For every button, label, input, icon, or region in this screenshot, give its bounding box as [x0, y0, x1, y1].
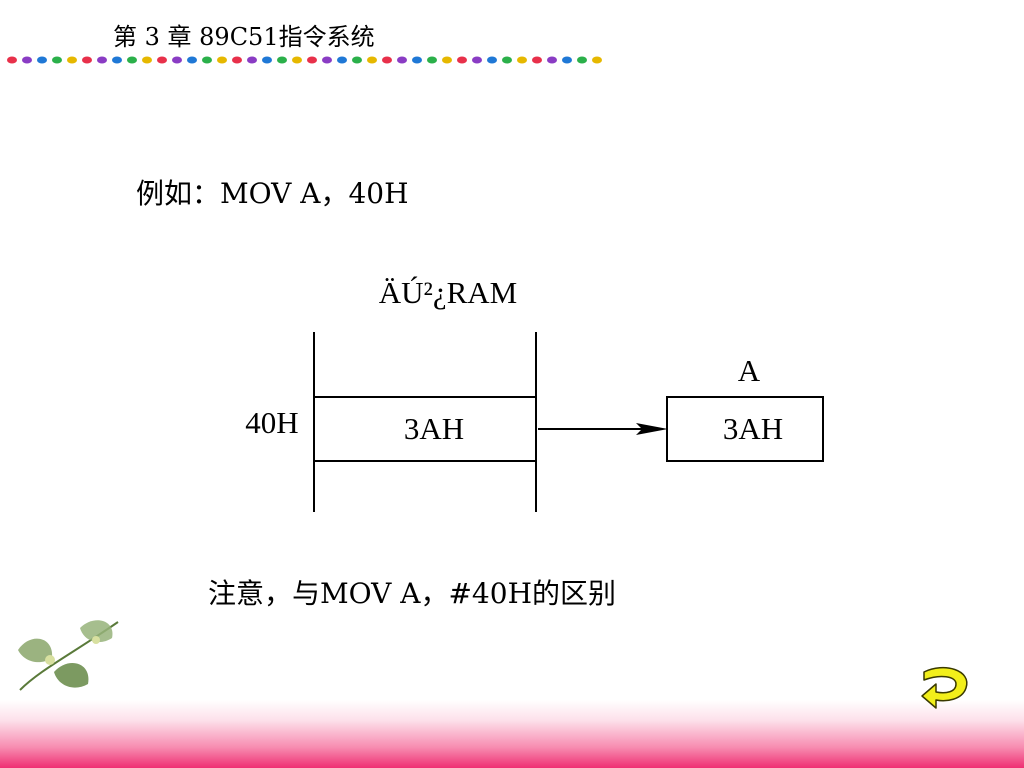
decorative-dot [262, 56, 272, 64]
footer-gradient-band [0, 700, 1024, 768]
decorative-dot [52, 56, 62, 64]
ram-cell [313, 396, 537, 462]
decorative-dot [97, 56, 107, 64]
decorative-dot [187, 56, 197, 64]
register-a-box [666, 396, 824, 462]
decorative-dot [247, 56, 257, 64]
decorative-dot [307, 56, 317, 64]
decorative-dot [472, 56, 482, 64]
decorative-dot [352, 56, 362, 64]
chapter-title: 第 3 章 89C51指令系统 [113, 23, 375, 51]
decorative-dot [592, 56, 602, 64]
return-arrow-icon[interactable] [918, 662, 974, 716]
decorative-dot [232, 56, 242, 64]
decorative-dot [82, 56, 92, 64]
decorative-dot [397, 56, 407, 64]
decorative-dot [412, 56, 422, 64]
note-text: 注意，与MOV A，#40H的区别 [208, 577, 616, 610]
leaf-decoration-image [18, 620, 119, 691]
ram-address-label: 40H [245, 405, 298, 440]
decorative-dot [127, 56, 137, 64]
decorative-dot [532, 56, 542, 64]
decorative-dot [67, 56, 77, 64]
ram-label: ÄÚ²¿RAM [379, 275, 517, 310]
decorative-dot [292, 56, 302, 64]
decorative-dot [337, 56, 347, 64]
decorative-dot [442, 56, 452, 64]
ram-cell-value: 3AH [404, 411, 464, 446]
decorative-dot [202, 56, 212, 64]
decorative-dot [367, 56, 377, 64]
decorative-dot [382, 56, 392, 64]
decorative-dot [22, 56, 32, 64]
decorative-dot [487, 56, 497, 64]
transfer-arrow-head [636, 423, 668, 435]
decorative-dot-strip [7, 56, 602, 64]
decorative-dot [322, 56, 332, 64]
decorative-dot [562, 56, 572, 64]
decorative-dot [517, 56, 527, 64]
decorative-dot [427, 56, 437, 64]
decorative-dot [547, 56, 557, 64]
decorative-dot [457, 56, 467, 64]
decorative-dot [157, 56, 167, 64]
decorative-dot [277, 56, 287, 64]
decorative-dot [112, 56, 122, 64]
decorative-dot [217, 56, 227, 64]
decorative-dot [577, 56, 587, 64]
example-instruction: 例如：MOV A，40H [136, 177, 409, 210]
decorative-dot [172, 56, 182, 64]
decorative-dot [502, 56, 512, 64]
decorative-dot [7, 56, 17, 64]
decorative-dot [37, 56, 47, 64]
register-value: 3AH [723, 411, 783, 446]
register-label: A [738, 353, 761, 388]
decorative-dot [142, 56, 152, 64]
